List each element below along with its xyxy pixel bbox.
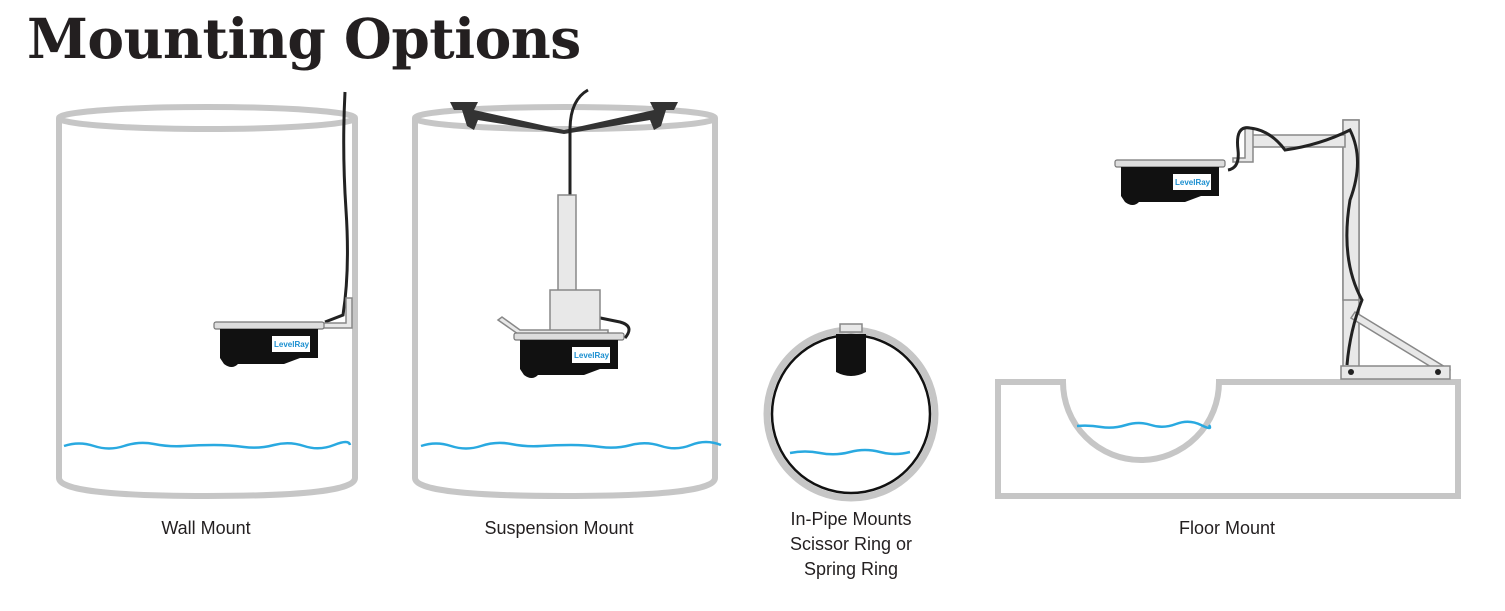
in-pipe-mount-diagram [763,323,939,502]
channel-slab [995,379,1461,499]
wall-mount-label: Wall Mount [161,518,251,538]
label-line: Spring Ring [803,559,899,579]
floor-mount-label: Floor Mount [1178,518,1276,538]
wall-mount-diagram: LevelRay [56,91,358,500]
sensor-brand-label: LevelRay [574,351,610,360]
tank-body [56,118,358,500]
suspension-pipe [557,194,577,306]
base-plate [1340,365,1451,380]
arm-bracket [1232,127,1254,163]
water-line [63,440,352,450]
suspension-mount-diagram: LevelRay [412,88,722,500]
sensor-brand-label: LevelRay [274,340,310,349]
water-line [420,440,722,450]
scissor-ring-clip [839,323,863,333]
suspension-mount-label: Suspension Mount [484,518,634,538]
pipe-clamp [549,289,601,333]
sensor-cable [324,91,349,324]
water-line [1076,420,1212,430]
tank-body [412,118,718,500]
water-line [789,448,911,456]
page-title: Mounting Options [27,6,581,71]
wall-bracket [321,297,353,329]
sensor-cable [1227,126,1364,366]
floor-mount-diagram: LevelRay [995,119,1461,499]
tank-rim [412,104,718,132]
in-pipe-mount-label: In-Pipe Mounts Scissor Ring or Spring Ri… [751,507,951,582]
sensor-brand-label: LevelRay [1175,178,1211,187]
label-line: In-Pipe Mounts [790,509,912,529]
cross-bar [450,102,678,134]
label-line: Scissor Ring or [789,534,913,554]
sensor-icon [836,334,866,376]
tank-rim [56,104,358,132]
